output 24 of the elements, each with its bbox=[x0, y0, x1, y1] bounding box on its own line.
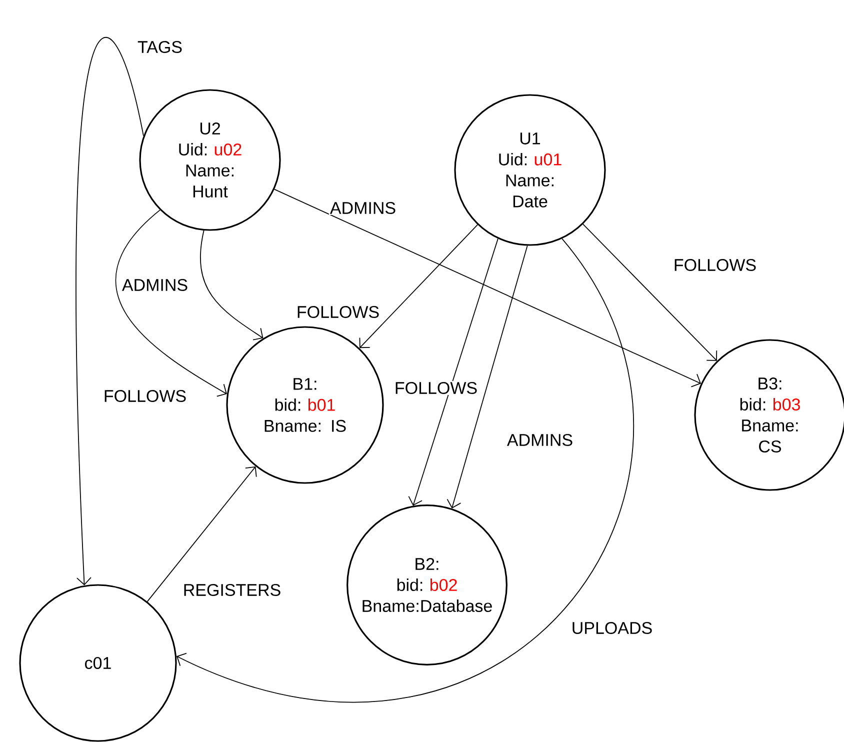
edge-label: ADMINS bbox=[506, 432, 574, 448]
arrow bbox=[146, 466, 257, 602]
edge-label: TAGS bbox=[136, 40, 184, 54]
edge-label: REGISTERS bbox=[182, 582, 282, 598]
edge-label: ADMINS bbox=[120, 278, 190, 292]
circle-node: U1 Uid: u01 Name: Date bbox=[454, 94, 606, 246]
edge-label: ADMINS bbox=[328, 200, 398, 216]
edge-label: FOLLOWS bbox=[102, 388, 188, 404]
circle-node: B2: bid: b02 Bname:Database bbox=[346, 504, 508, 666]
edge-label: FOLLOWS bbox=[672, 258, 758, 272]
arrow bbox=[446, 245, 528, 508]
arrow bbox=[115, 210, 227, 397]
arrow bbox=[408, 238, 498, 506]
arrow bbox=[582, 224, 718, 361]
arrow bbox=[76, 36, 144, 586]
arrow bbox=[274, 188, 702, 388]
circle-node: c01 bbox=[19, 584, 177, 742]
arrow bbox=[200, 230, 264, 340]
edge-label: FOLLOWS bbox=[295, 304, 381, 320]
edge-label: UPLOADS bbox=[570, 620, 654, 636]
circle-node: B1: bid: b01 Bname: IS bbox=[226, 326, 384, 484]
circle-node: U2 Uid: u02 Name: Hunt bbox=[139, 89, 281, 231]
edge-label: FOLLOWS bbox=[393, 380, 479, 396]
arrow bbox=[359, 224, 478, 348]
